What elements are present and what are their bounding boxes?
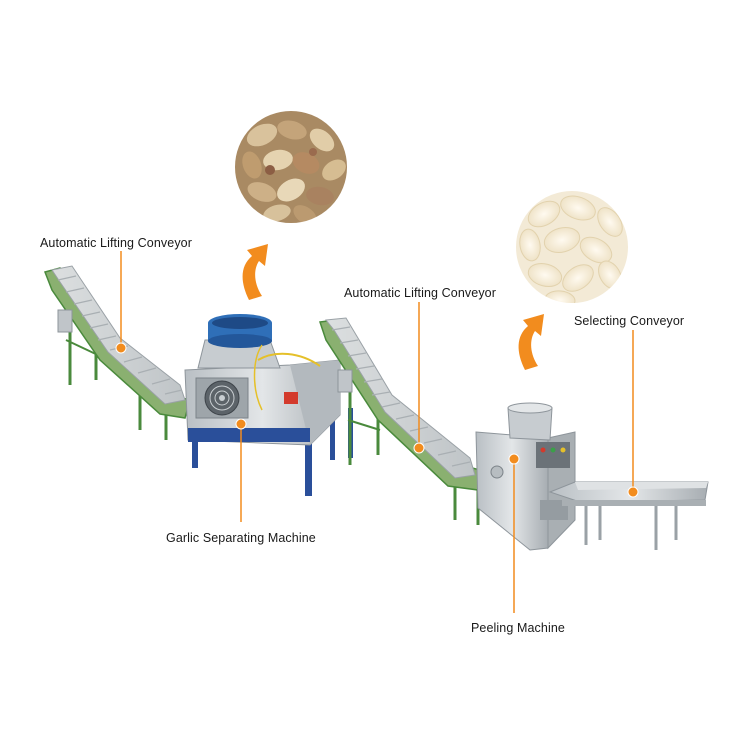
callout-automatic-lifting-conveyor-2 [413,302,425,454]
callout-garlic-separating-machine [235,418,247,522]
label-selecting-conveyor: Selecting Conveyor [574,314,685,328]
unpeeled-garlic-photo [233,109,349,225]
label-automatic-lifting-conveyor-2: Automatic Lifting Conveyor [344,286,496,300]
label-garlic-separating-machine: Garlic Separating Machine [166,531,316,545]
up-arrow-icon [242,244,268,300]
callout-automatic-lifting-conveyor-1 [115,251,127,354]
label-peeling-machine: Peeling Machine [471,621,565,635]
peeled-garlic-photo [514,189,630,305]
automatic-lifting-conveyor-2 [319,317,481,525]
garlic-separating-machine [184,314,353,496]
label-automatic-lifting-conveyor-1: Automatic Lifting Conveyor [40,236,192,250]
peeling-machine [475,402,576,551]
up-arrow-icon [518,314,544,370]
callout-selecting-conveyor [627,330,639,498]
callout-peeling-machine [508,453,520,613]
automatic-lifting-conveyor-1 [43,265,191,440]
